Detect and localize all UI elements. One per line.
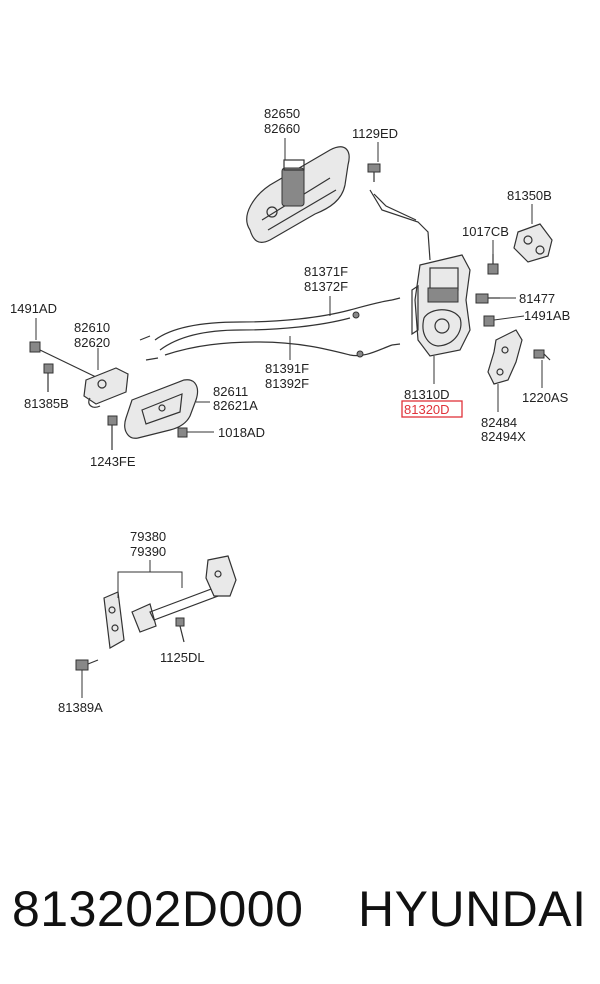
label-81392f: 81392F (265, 376, 309, 391)
label-1243fe: 1243FE (90, 454, 136, 469)
label-82650: 82650 (264, 106, 300, 121)
label-1017cb: 1017CB (462, 224, 509, 239)
label-81391f: 81391F (265, 361, 309, 376)
screw-1018ad (177, 427, 214, 438)
bracket-82484 (487, 329, 523, 385)
label-82660: 82660 (264, 121, 300, 136)
screw-1220as (533, 349, 551, 361)
screw-81477 (475, 293, 500, 304)
label-1491ab: 1491AB (524, 308, 570, 323)
bolt-1129ed (367, 163, 381, 182)
label-82611: 82611 (213, 384, 248, 399)
label-81385b: 81385B (24, 396, 69, 411)
label-1129ed: 1129ED (352, 126, 398, 141)
label-81371f: 81371F (304, 264, 348, 279)
clip-1491ad (29, 341, 41, 353)
bolt-1017cb (487, 254, 499, 275)
label-81372f: 81372F (304, 279, 348, 294)
label-82620: 82620 (74, 335, 110, 350)
label-1018ad: 1018AD (218, 425, 265, 440)
highlight-box (401, 400, 463, 418)
clip-1491ab (483, 315, 495, 327)
screw-81385b (43, 363, 54, 392)
label-81389a: 81389A (58, 700, 103, 715)
label-1491ad: 1491AD (10, 301, 57, 316)
bolt-81389a (75, 659, 99, 671)
door-cables (139, 297, 401, 361)
label-81350b: 81350B (507, 188, 552, 203)
label-81320d: 81320D (404, 402, 450, 417)
door-checker (103, 555, 237, 649)
door-latch-assembly (411, 254, 471, 357)
label-82484: 82484 (481, 415, 517, 430)
bolt-1125dl (175, 617, 185, 643)
label-79380: 79380 (130, 529, 166, 544)
handle-rod (369, 189, 431, 261)
label-82610: 82610 (74, 320, 110, 335)
label-82494x: 82494X (481, 429, 526, 444)
footer: 813202D000 HYUNDAI (0, 872, 600, 952)
outside-door-handle (246, 146, 350, 243)
screw-1243fe (107, 415, 118, 450)
label-81477: 81477 (519, 291, 555, 306)
part-number: 813202D000 (12, 881, 304, 937)
brand-name: HYUNDAI (358, 881, 587, 937)
label-82621a: 82621A (213, 398, 258, 413)
label-79390: 79390 (130, 544, 166, 559)
label-1125dl: 1125DL (160, 650, 205, 665)
label-1220as: 1220AS (522, 390, 569, 405)
handle-bezel (124, 379, 199, 439)
inside-door-handle (83, 367, 129, 408)
striker-81350b (513, 223, 553, 263)
label-81310d: 81310D (404, 387, 450, 402)
